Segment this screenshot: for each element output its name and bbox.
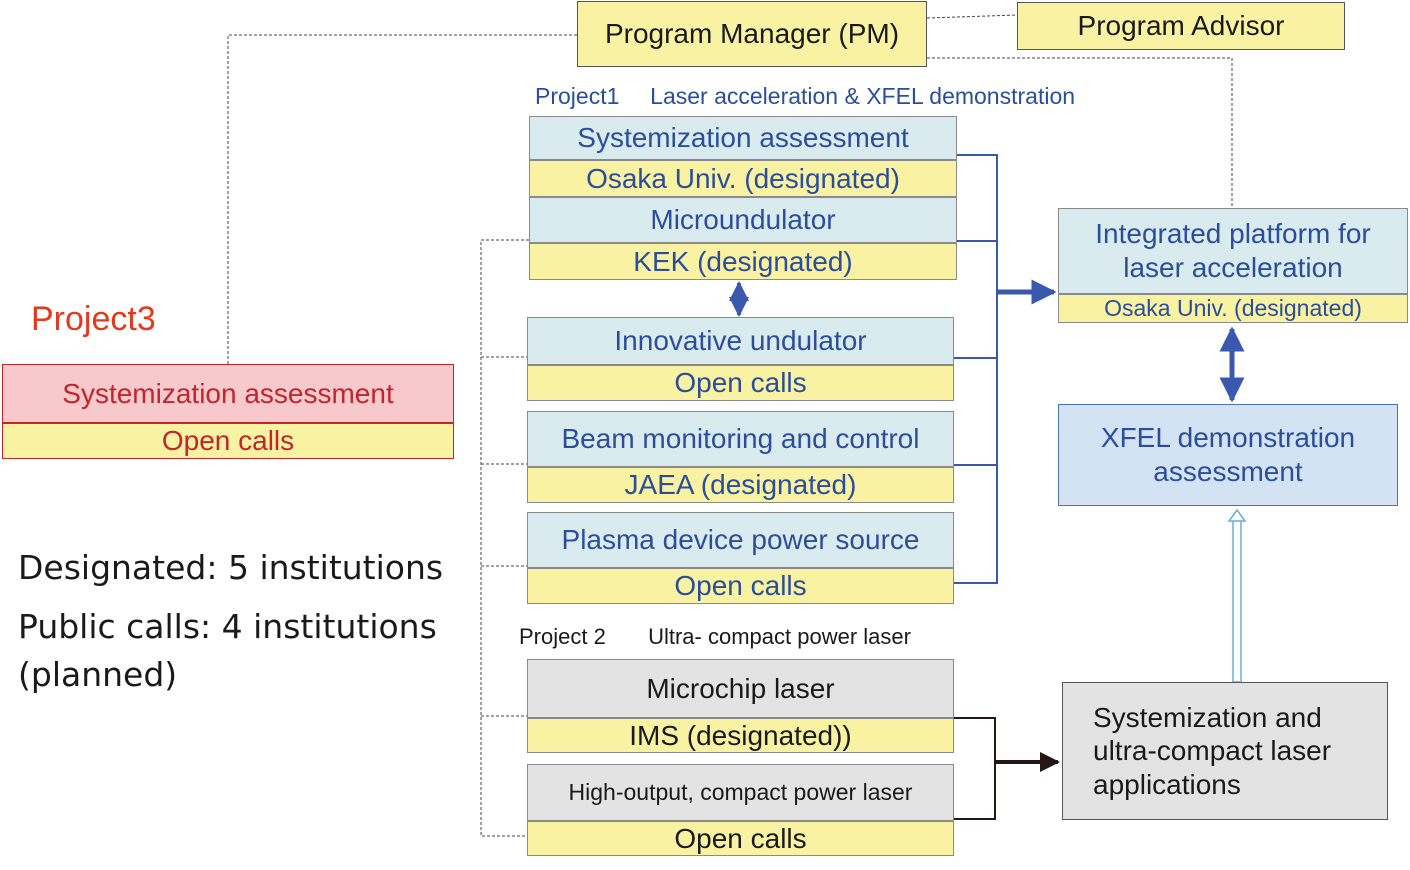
apps-line2: ultra-compact laser (1093, 735, 1332, 767)
p1-unit3-head-text: Innovative undulator (614, 325, 867, 357)
platform-line2: laser acceleration (1123, 252, 1343, 283)
p1-unit3-inst-text: Open calls (674, 367, 807, 399)
platform-head: Integrated platform for laser accelerati… (1058, 208, 1408, 294)
p1-unit4-inst-text: JAEA (designated) (624, 469, 857, 501)
p1-unit3-head: Innovative undulator (527, 317, 954, 365)
project2-label: Project 2 (519, 624, 606, 649)
project1-heading: Project1 Laser acceleration & XFEL demon… (535, 83, 1075, 110)
project3-label: Project3 (31, 300, 156, 339)
p1-unit1-head: Systemization assessment (529, 116, 957, 160)
program-advisor-box: Program Advisor (1017, 2, 1345, 50)
summary-public: Public calls: 4 institutions (planned) (18, 603, 437, 699)
platform-line1: Integrated platform for (1095, 218, 1371, 250)
p1-unit5-head: Plasma device power source (527, 512, 954, 568)
p3-head: Systemization assessment (2, 364, 454, 423)
program-advisor-label: Program Advisor (1077, 10, 1285, 42)
p1-unit3-inst: Open calls (527, 365, 954, 401)
project2-bracket (954, 717, 996, 820)
project1-bracket (954, 154, 998, 584)
xfel-line1: XFEL demonstration (1100, 422, 1356, 454)
summary-public-line2: (planned) (18, 655, 178, 694)
xfel-box: XFEL demonstration assessment (1058, 404, 1398, 506)
p2-unit2-inst: Open calls (527, 821, 954, 856)
summary-designated-text: Designated: 5 institutions (18, 548, 444, 587)
p2-unit2-head-text: High-output, compact power laser (568, 778, 913, 805)
xfel-line2: assessment (1153, 456, 1303, 487)
apps-to-xfel-arrow (1227, 508, 1247, 683)
p1-unit1-head-text: Systemization assessment (577, 122, 909, 154)
p2-unit1-inst: IMS (designated)) (527, 718, 954, 753)
p1-unit1-inst-text: Osaka Univ. (designated) (586, 162, 900, 194)
summary-public-line1: Public calls: 4 institutions (18, 607, 437, 646)
p1-unit4-head: Beam monitoring and control (527, 411, 954, 467)
p1-unit5-inst: Open calls (527, 568, 954, 604)
p1-unit2-inst-text: KEK (designated) (633, 245, 853, 277)
apps-line1: Systemization and (1093, 701, 1322, 733)
apps-box: Systemization and ultra-compact laser ap… (1062, 682, 1388, 820)
summary-designated: Designated: 5 institutions (18, 548, 443, 587)
p1-unit5-inst-text: Open calls (674, 570, 807, 602)
platform-inst: Osaka Univ. (designated) (1058, 294, 1408, 323)
p1-unit4-inst: JAEA (designated) (527, 467, 954, 503)
p3-head-text: Systemization assessment (62, 377, 394, 409)
project2-title: Ultra- compact power laser (648, 624, 911, 649)
p2-unit1-head: Microchip laser (527, 659, 954, 718)
p1-unit4-head-text: Beam monitoring and control (561, 423, 920, 455)
p2-unit2-head: High-output, compact power laser (527, 764, 954, 821)
p2-unit2-inst-text: Open calls (674, 822, 807, 854)
p3-inst: Open calls (2, 423, 454, 459)
program-manager-label: Program Manager (PM) (604, 18, 900, 50)
project1-title: Laser acceleration & XFEL demonstration (650, 83, 1076, 109)
program-manager-box: Program Manager (PM) (577, 1, 927, 67)
p1-unit2-head: Microundulator (529, 197, 957, 243)
apps-line3: applications (1093, 768, 1241, 800)
project1-label: Project1 (535, 83, 620, 109)
p1-unit1-inst: Osaka Univ. (designated) (529, 160, 957, 197)
p1-unit2-inst: KEK (designated) (529, 243, 957, 280)
platform-inst-text: Osaka Univ. (designated) (1104, 294, 1362, 321)
p1-unit2-head-text: Microundulator (650, 204, 836, 236)
p2-unit1-head-text: Microchip laser (646, 672, 835, 704)
project3-label-text: Project3 (31, 300, 156, 338)
p1-unit5-head-text: Plasma device power source (561, 524, 920, 556)
p3-inst-text: Open calls (161, 425, 295, 457)
pm-dashed-links (227, 14, 1233, 837)
project2-heading: Project 2 Ultra- compact power laser (519, 624, 911, 650)
p2-unit1-inst-text: IMS (designated)) (629, 719, 852, 751)
